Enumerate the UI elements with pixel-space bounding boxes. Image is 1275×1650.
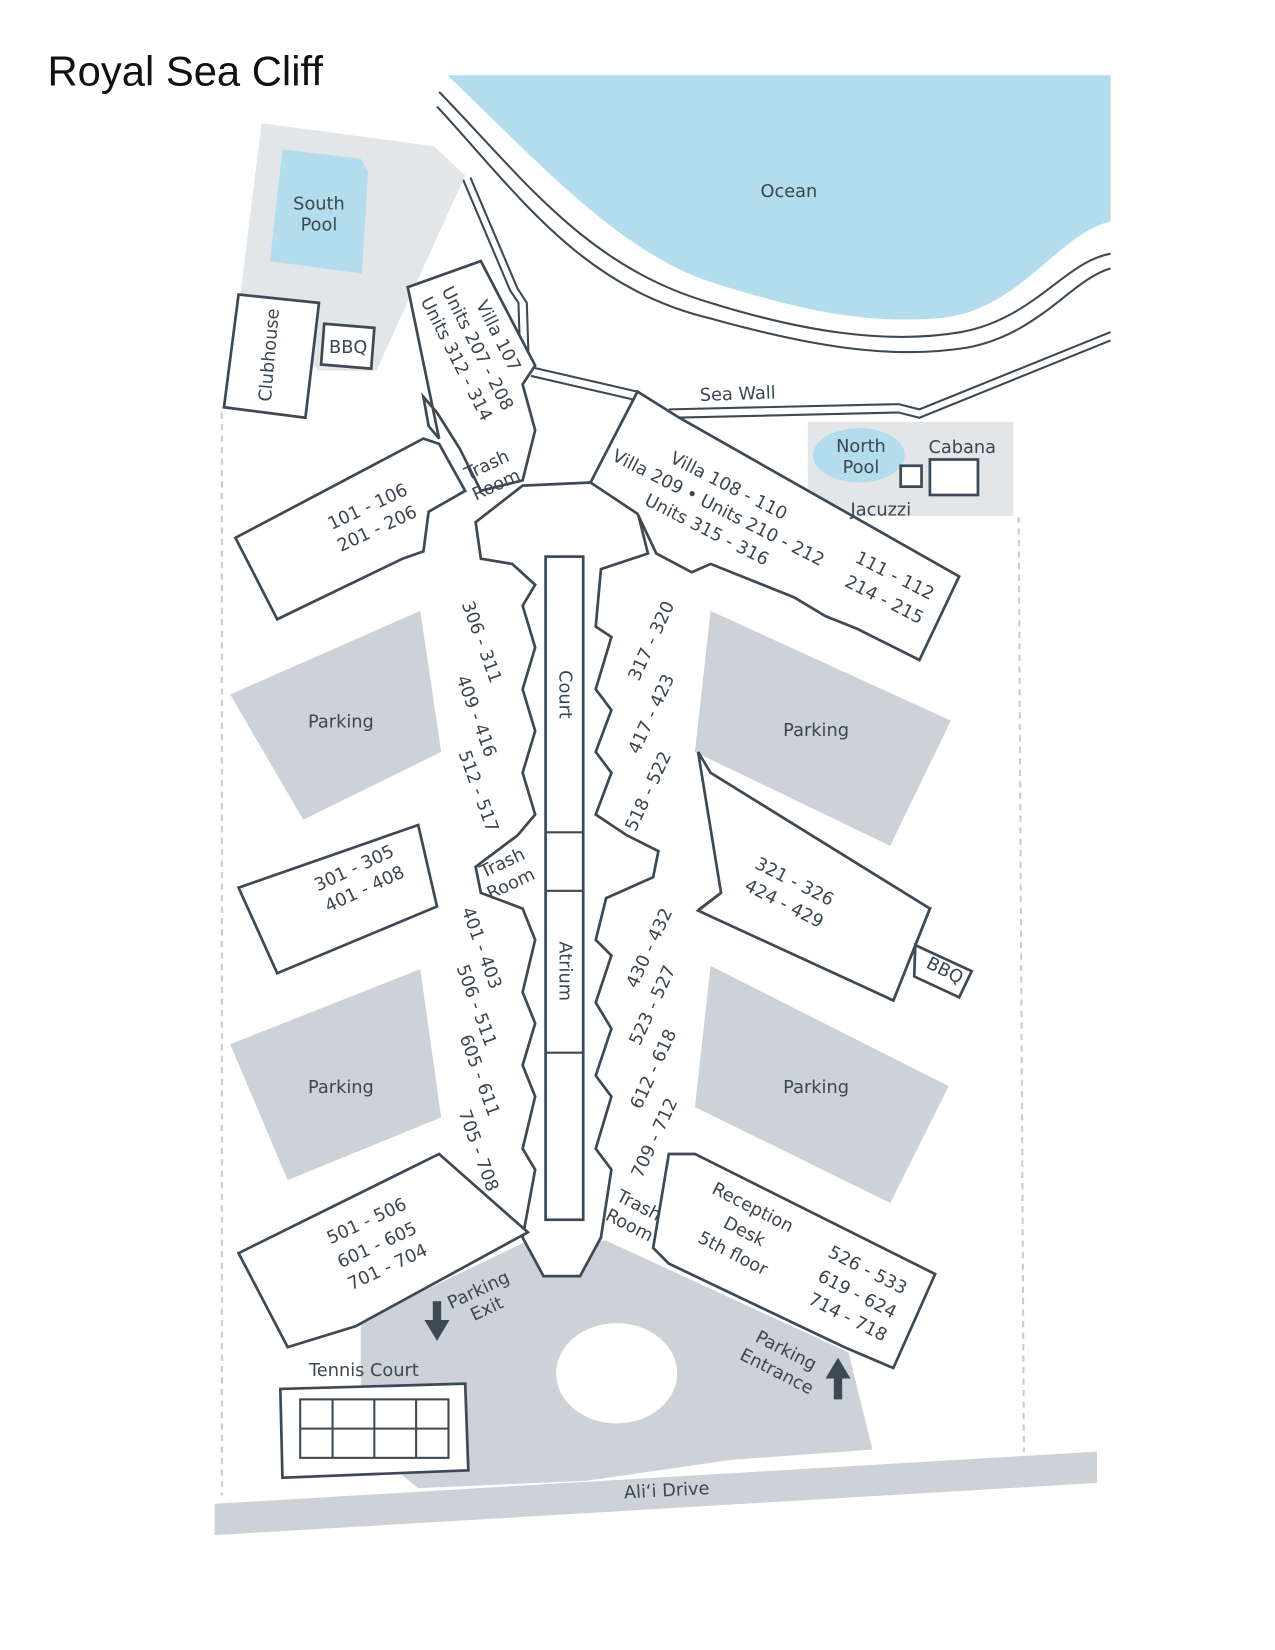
parking-label: Parking (308, 1078, 374, 1098)
bbq-label: BBQ (329, 338, 367, 358)
shoreline (438, 91, 1111, 338)
north-pool-label: Pool (843, 458, 880, 478)
building-501-506 (236, 1152, 531, 1349)
north-pool-label: North (836, 437, 886, 457)
building-villa-108 (588, 389, 961, 662)
ocean-label: Ocean (761, 182, 818, 202)
court-label: Court (554, 670, 574, 719)
parking-lot (694, 965, 949, 1204)
shoreline (436, 105, 1111, 354)
parking-label: Parking (308, 713, 374, 733)
tennis-court (278, 1382, 470, 1480)
building-villa-107 (406, 259, 537, 493)
south-pool-label: Pool (301, 216, 338, 236)
clubhouse (222, 293, 321, 420)
building-101-106 (233, 437, 468, 622)
north-pool (812, 428, 905, 483)
entrance-arrow-icon (825, 1357, 851, 1400)
building-301-305 (236, 823, 439, 976)
ocean (447, 75, 1111, 320)
cabana (928, 458, 980, 497)
tennis-court-label: Tennis Court (308, 1361, 419, 1381)
units-label: 306 - 311 (457, 599, 505, 686)
sea-wall (530, 331, 1111, 419)
jacuzzi (899, 464, 923, 489)
exit-arrow-icon (424, 1301, 450, 1341)
parking-label: Parking (783, 721, 849, 741)
units-label: 605 - 611 (455, 1032, 503, 1119)
parking-lot (230, 969, 442, 1181)
parking-label: Parking (783, 1078, 849, 1098)
alii-drive (214, 1451, 1097, 1536)
jacuzzi-label: Jacuzzi (849, 501, 911, 521)
parking-lot (694, 610, 951, 846)
bbq-south (319, 322, 376, 371)
sea-wall-label: Sea Wall (699, 383, 776, 406)
building-reception (651, 1152, 937, 1370)
building-321-326 (695, 751, 932, 1003)
driveway-island (556, 1323, 678, 1424)
court-atrium (544, 555, 585, 1222)
cabana-label: Cabana (929, 438, 997, 458)
map-title: Royal Sea Cliff (47, 48, 323, 95)
atrium-label: Atrium (554, 941, 574, 1001)
property-line-east (1017, 516, 1025, 1452)
parking-lot (230, 610, 442, 820)
bbq-east (912, 943, 974, 1000)
south-pool (269, 149, 369, 274)
units-label: 317 - 320 (625, 598, 679, 684)
units-label: 518 - 522 (622, 749, 676, 835)
units-label: 512 - 517 (454, 748, 502, 835)
units-label: 409 - 416 (452, 673, 500, 760)
units-label: 417 - 423 (625, 671, 679, 757)
south-pool-label: South (293, 195, 345, 215)
road-label: Ali‘i Drive (624, 1479, 710, 1503)
